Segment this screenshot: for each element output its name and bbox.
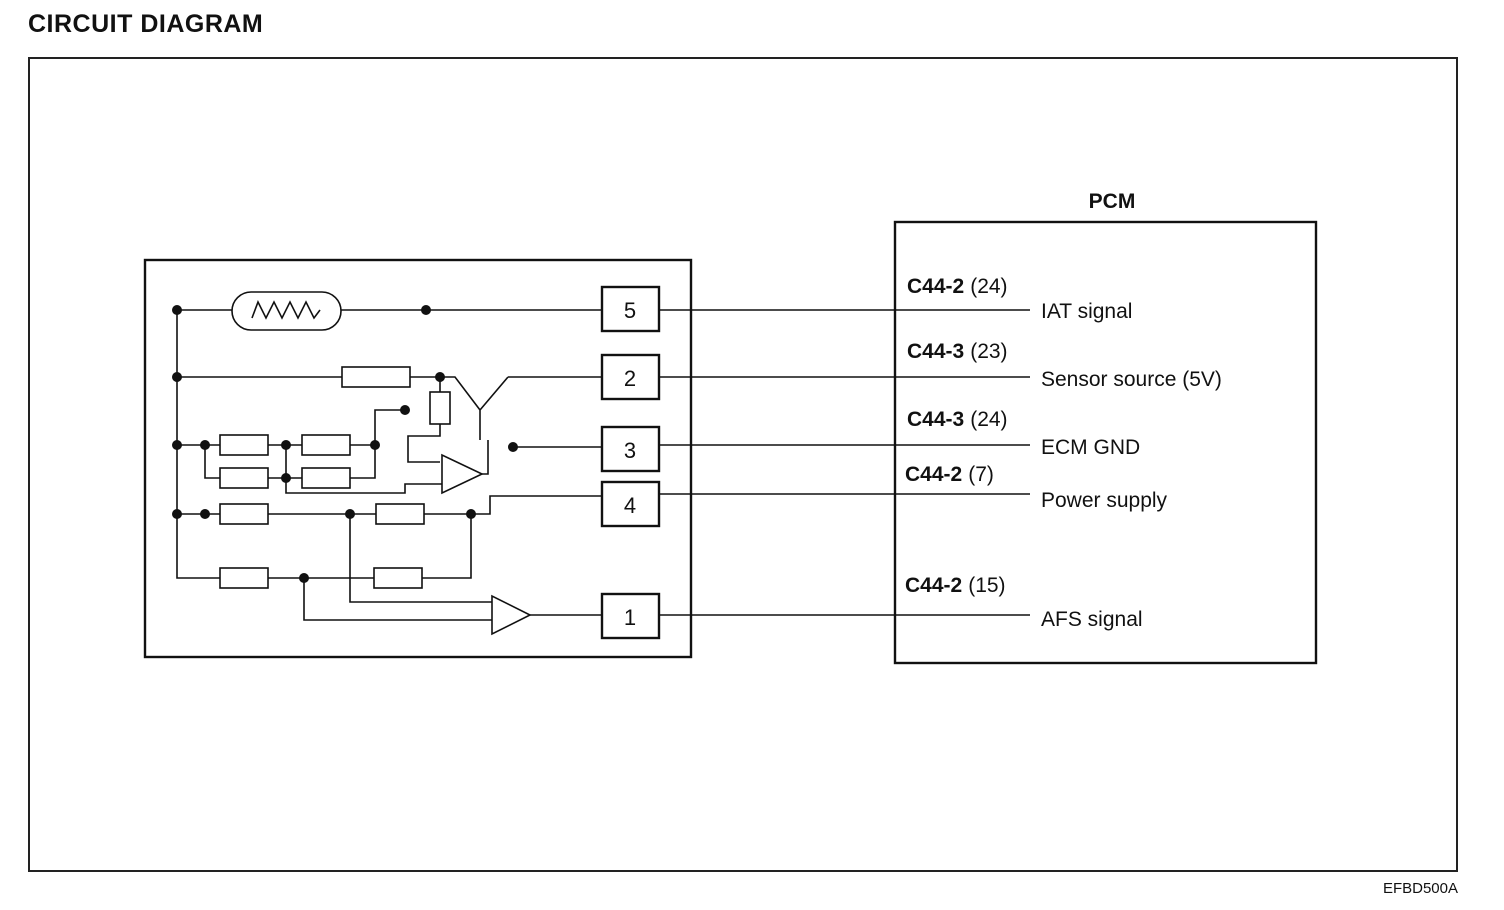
pin-3-box bbox=[600, 425, 661, 473]
pin-2-group: 2 bbox=[600, 353, 1030, 401]
diagram-title: CIRCUIT DIAGRAM bbox=[28, 10, 264, 38]
connector-code: C44-3 bbox=[907, 408, 964, 431]
resistor-icon bbox=[373, 567, 423, 589]
pin-4-number: 4 bbox=[624, 493, 636, 518]
resistor-icon bbox=[301, 434, 351, 456]
signal-label: ECM GND bbox=[1041, 436, 1140, 459]
svg-text:C44-2(7): C44-2 (7) bbox=[905, 463, 994, 486]
resistor-icon bbox=[219, 467, 269, 489]
pin-4-box bbox=[600, 480, 661, 528]
terminal-number: (23) bbox=[970, 340, 1007, 363]
resistor-icon bbox=[375, 503, 425, 525]
pin-1-number: 1 bbox=[624, 605, 636, 630]
internal-circuitry bbox=[172, 291, 602, 636]
svg-text:C44-2(24): C44-2 (24) bbox=[907, 275, 1008, 298]
sensor-module-box bbox=[143, 258, 693, 659]
signal-label: IAT signal bbox=[1041, 300, 1132, 323]
resistor-icon bbox=[301, 467, 351, 489]
connector-code: C44-3 bbox=[907, 340, 964, 363]
signal-label: Sensor source (5V) bbox=[1041, 368, 1222, 391]
resistor-icon bbox=[219, 503, 269, 525]
svg-text:C44-2(15): C44-2 (15) bbox=[905, 574, 1006, 597]
pin-5-number: 5 bbox=[624, 298, 636, 323]
pcm-box bbox=[893, 220, 1318, 665]
terminal-number: (24) bbox=[970, 408, 1007, 431]
pin-3-number: 3 bbox=[624, 438, 636, 463]
pin-1-group: 1 bbox=[600, 592, 1030, 640]
svg-text:C44-3(23): C44-3 (23) bbox=[907, 340, 1008, 363]
terminal-number: (24) bbox=[970, 275, 1007, 298]
connector-code: C44-2 bbox=[905, 463, 962, 486]
connector-code: C44-2 bbox=[907, 275, 964, 298]
signal-label: Power supply bbox=[1041, 489, 1168, 512]
pin-2-number: 2 bbox=[624, 366, 636, 391]
connector-code: C44-2 bbox=[905, 574, 962, 597]
resistor-icon bbox=[429, 391, 451, 425]
pin-4-group: 4 bbox=[600, 480, 1030, 528]
connector-labels: C44-2 (24) IAT signal C44-3 (23) Sensor so… bbox=[905, 275, 1222, 631]
diagram-frame bbox=[28, 57, 1458, 872]
signal-label: AFS signal bbox=[1041, 608, 1143, 631]
resistor-icon bbox=[341, 366, 411, 388]
figure-code: EFBD500A bbox=[1382, 880, 1458, 897]
thermistor-icon bbox=[231, 291, 342, 331]
resistor-icon bbox=[219, 567, 269, 589]
resistor-icon bbox=[219, 434, 269, 456]
terminal-number: (7) bbox=[968, 463, 994, 486]
pin-5-box bbox=[600, 285, 661, 333]
svg-text:C44-3(24): C44-3 (24) bbox=[907, 408, 1008, 431]
pin-5-group: 5 bbox=[600, 285, 1030, 333]
pcm-label: PCM bbox=[1089, 190, 1136, 213]
terminal-number: (15) bbox=[968, 574, 1005, 597]
pin-1-box bbox=[600, 592, 661, 640]
pin-3-group: 3 bbox=[600, 425, 1030, 473]
